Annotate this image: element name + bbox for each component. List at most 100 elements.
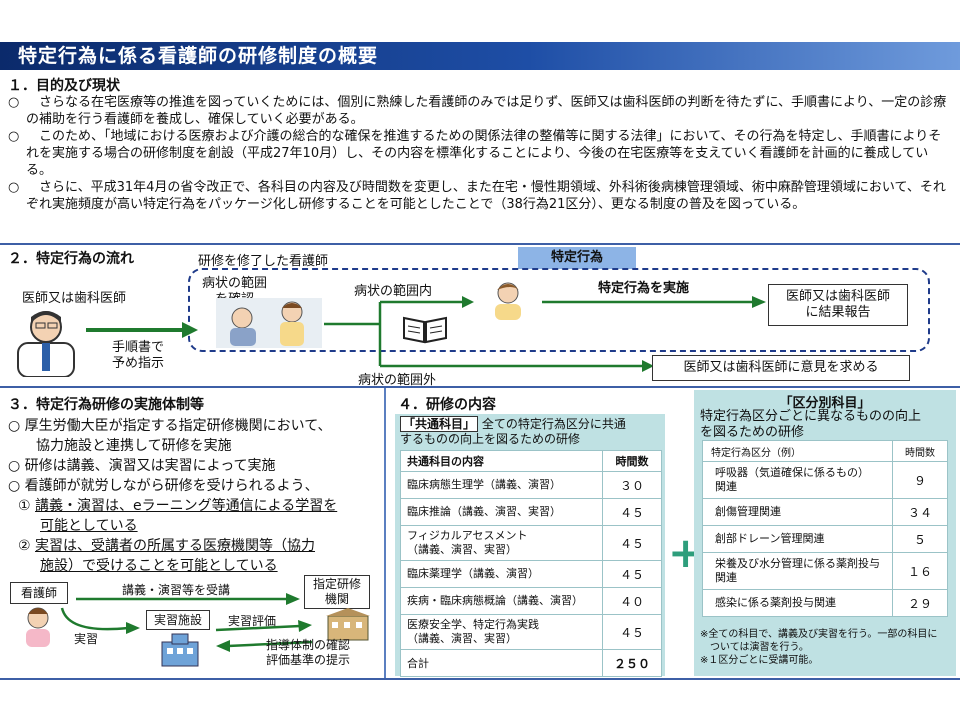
tokutei-koi-tag: 特定行為 <box>518 247 636 269</box>
subject-name: 創傷管理関連 <box>702 498 893 526</box>
kubun-notes: ※全ての科目で、講義及び実習を行う。一部の科目に ついては演習を行う。 ※１区分… <box>700 628 954 667</box>
table-total-row: 合計 ２５０ <box>400 649 662 677</box>
section4-heading: ４．研修の内容 <box>398 397 496 413</box>
section3-line: 協力施設と連携して研修を実施 <box>36 438 232 454</box>
report-line1: 医師又は歯科医師 <box>785 289 890 304</box>
divider <box>0 243 960 245</box>
guidance-line2: 評価基準の提示 <box>266 653 351 667</box>
subject-name: 臨床推論（講義、演習、実習） <box>400 498 603 526</box>
section3-line: ○ 厚生労働大臣が指定する指定研修機関において、 <box>8 418 332 434</box>
section3-sub2: ② 実習は、受講者の所属する医療機関等（協力 <box>8 536 382 556</box>
trainee-nurse-icon <box>26 607 50 647</box>
instruction-line2: 予め指示 <box>112 356 165 371</box>
common-subject-desc: 「共通科目」 全ての特定行為区分に共通 するものの向上を図るための研修 <box>400 416 662 447</box>
nurse-icon <box>495 282 521 320</box>
common-hours-header: 時間数 <box>602 450 662 472</box>
instruction-arrow <box>86 322 198 338</box>
flow-arrows <box>324 296 654 372</box>
lecture-label: 講義・演習等を受講 <box>122 583 231 597</box>
divider <box>0 386 960 388</box>
nurse-box: 看護師 <box>10 582 68 604</box>
ask-opinion-box: 医師又は歯科医師に意見を求める <box>652 355 910 381</box>
num2: ② <box>18 538 31 554</box>
table-header-row: 共通科目の内容 時間数 <box>400 450 662 472</box>
section1-heading: １．目的及び現状 <box>8 78 120 94</box>
common-desc-row: 「共通科目」 全ての特定行為区分に共通 <box>400 416 662 432</box>
report-line2: に結果報告 <box>805 305 871 320</box>
kubun-hours-header: 時間数 <box>892 440 948 462</box>
evaluation-arrows <box>215 620 313 652</box>
total-label: 合計 <box>400 649 603 677</box>
institution-building-icon <box>326 608 370 641</box>
check-range-line1: 病状の範囲 <box>202 276 268 291</box>
out-of-range-label: 病状の範囲外 <box>358 373 437 388</box>
subject-hours: ４５ <box>602 498 662 526</box>
section3-sub2b-row: 施設）で受けることを可能としている <box>8 556 382 576</box>
section3-line: ○ 看護師が就労しながら研修を受けられるよう、 <box>8 478 319 494</box>
kubun-desc2: を図るための研修 <box>700 425 805 440</box>
sub2a: 実習は、受講者の所属する医療機関等（協力 <box>35 538 316 554</box>
subject-name: 疾病・臨床病態概論（講義、演習） <box>400 587 603 615</box>
table-row: 臨床病態生理学（講義、演習）３０ <box>400 471 662 499</box>
table-row: 医療安全学、特定行為実践 （講義、演習、実習）４５ <box>400 614 662 650</box>
total-hours: ２５０ <box>602 649 662 677</box>
subject-name: 創部ドレーン管理関連 <box>702 525 893 553</box>
subject-hours: ９ <box>892 461 948 499</box>
sub1b: 可能としている <box>40 518 138 534</box>
subject-name: 医療安全学、特定行為実践 （講義、演習、実習） <box>400 614 603 650</box>
section1-item: ○ さらに、平成31年4月の省令改正で、各科目の内容及び時間数を変更し、また在宅… <box>8 179 953 213</box>
table-row: フィジカルアセスメント （講義、演習、実習）４５ <box>400 525 662 561</box>
subject-hours: ４５ <box>602 560 662 588</box>
table-row: 臨床推論（講義、演習、実習）４５ <box>400 498 662 526</box>
practice-arrow <box>60 607 140 634</box>
plus-icon: + <box>668 528 704 577</box>
implement-label: 特定行為を実施 <box>598 281 690 296</box>
doctor-label: 医師又は歯科医師 <box>22 291 127 306</box>
kubun-note2: ついては演習を行う。 <box>710 642 809 653</box>
in-range-label: 病状の範囲内 <box>354 284 433 299</box>
subject-hours: ４５ <box>602 525 662 561</box>
section1-body: ○ さらなる在宅医療等の推進を図っていくためには、個別に熟練した看護師のみでは足… <box>8 94 953 213</box>
common-badge: 「共通科目」 <box>400 416 479 432</box>
table-row: 疾病・臨床病態概論（講義、演習）４０ <box>400 587 662 615</box>
section1-item-text: このため、「地域における医療および介護の総合的な確保を推進するための関係法律の整… <box>26 129 942 178</box>
subject-hours: ４５ <box>602 614 662 650</box>
trained-nurse-frame <box>188 268 930 352</box>
designated-line2: 機関 <box>324 592 349 606</box>
sub1a: 講義・演習は、eラーニング等通信による学習を <box>35 498 338 514</box>
book-icon <box>403 316 447 344</box>
kubun-note3: ※１区分ごとに受講可能。 <box>700 655 819 666</box>
subject-hours: ４０ <box>602 587 662 615</box>
nurse-patient-icon <box>216 298 322 348</box>
report-box: 医師又は歯科医師 に結果報告 <box>768 284 908 326</box>
section3-heading: ３．特定行為研修の実施体制等 <box>8 397 204 413</box>
common-col-header: 共通科目の内容 <box>400 450 603 472</box>
subject-hours: ５ <box>892 525 948 553</box>
section1-item-text: さらなる在宅医療等の推進を図っていくためには、個別に熟練した看護師のみでは足りず… <box>26 95 947 127</box>
implement-arrow <box>542 296 766 308</box>
section3-sub1: ① 講義・演習は、eラーニング等通信による学習を <box>8 496 382 516</box>
trained-nurse-label: 研修を修了した看護師 <box>198 254 329 269</box>
section3-body: ○ 厚生労働大臣が指定する指定研修機関において、 協力施設と連携して研修を実施 … <box>8 416 382 576</box>
designated-institution-box: 指定研修 機関 <box>304 575 370 609</box>
kubun-note1: ※全ての科目で、講義及び実習を行う。一部の科目に <box>700 629 938 640</box>
divider-vertical <box>384 388 386 678</box>
subject-name: 感染に係る薬剤投与関連 <box>702 589 893 617</box>
subject-hours: ３０ <box>602 471 662 499</box>
kubun-title: 「区分別科目」 <box>779 396 871 411</box>
num1: ① <box>18 498 31 514</box>
guidance-label: 指導体制の確認 評価基準の提示 <box>266 638 350 668</box>
table-row: 臨床薬理学（講義、演習）４５ <box>400 560 662 588</box>
table-header-row: 特定行為区分（例） 時間数 <box>702 440 948 462</box>
hospital-icon <box>161 633 199 667</box>
designated-line1: 指定研修 <box>312 577 361 591</box>
section1-item: ○ さらなる在宅医療等の推進を図っていくためには、個別に熟練した看護師のみでは足… <box>8 94 953 128</box>
section2-heading: ２．特定行為の流れ <box>8 251 134 267</box>
subject-name: 臨床薬理学（講義、演習） <box>400 560 603 588</box>
